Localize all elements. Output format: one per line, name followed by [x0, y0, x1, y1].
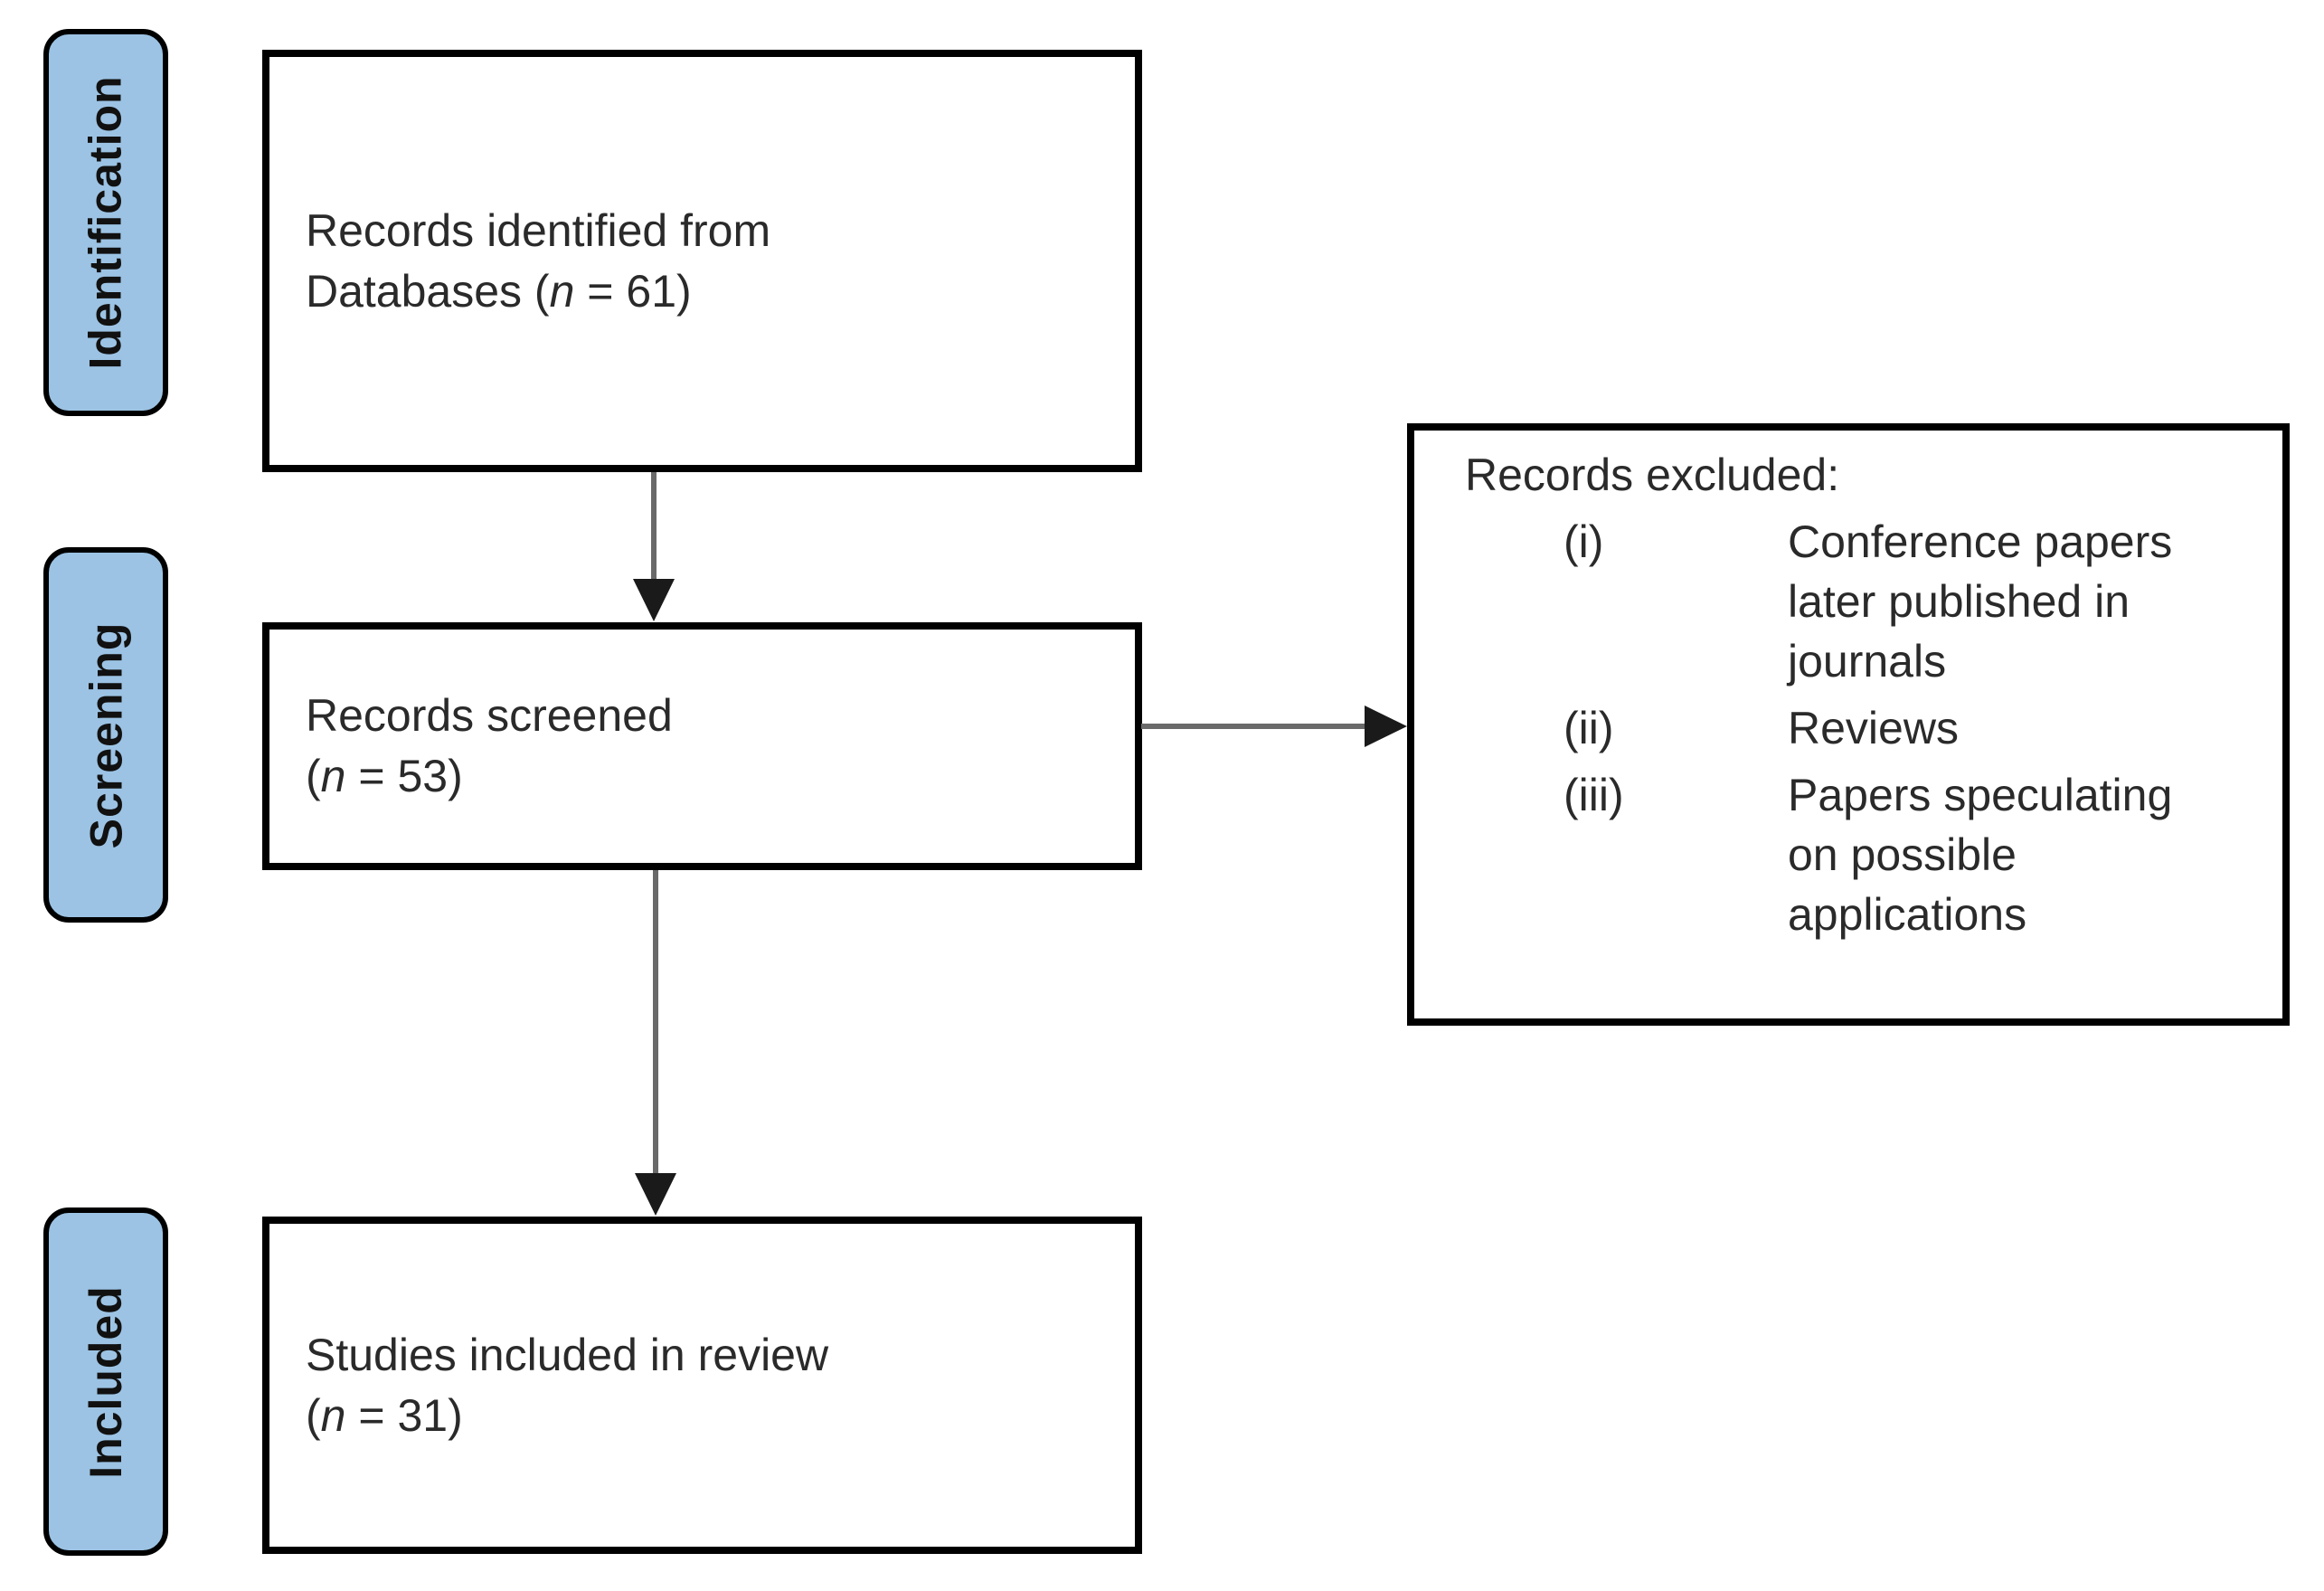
arrowhead-down-icon — [633, 579, 675, 621]
excluded-item: (i) Conference papers later published in… — [1414, 512, 2282, 691]
box-text-line: Studies included in review — [306, 1329, 829, 1380]
arrow-line — [1141, 724, 1369, 729]
stage-label-text: Included — [80, 1284, 132, 1479]
stage-label-identification: Identification — [43, 29, 168, 416]
excluded-item: (ii) Reviews — [1414, 698, 2282, 758]
studies-included-text: Studies included in review (n = 31) — [269, 1325, 828, 1446]
excluded-item-text: Papers speculating on possible applicati… — [1788, 770, 2173, 940]
box-text-line: Records screened — [306, 690, 673, 741]
box-text-line: (n = 31) — [306, 1389, 463, 1441]
excluded-item-numeral: (i) — [1564, 516, 1604, 567]
excluded-item-text: Reviews — [1788, 703, 1959, 753]
stage-label-text: Identification — [80, 75, 132, 370]
arrowhead-right-icon — [1365, 706, 1407, 747]
records-identified-text: Records identified from Databases (n = 6… — [269, 201, 770, 322]
stage-label-text: Screening — [80, 621, 131, 848]
box-text-line: Records identified from — [306, 204, 771, 256]
records-identified-box: Records identified from Databases (n = 6… — [262, 50, 1142, 472]
arrow-line — [651, 472, 657, 582]
arrowhead-down-icon — [635, 1173, 676, 1216]
records-excluded-box: Records excluded: (i) Conference papers … — [1407, 423, 2290, 1026]
arrow-line — [653, 870, 658, 1176]
excluded-title: Records excluded: — [1465, 450, 1840, 500]
excluded-item: (iii) Papers speculating on possible app… — [1414, 765, 2282, 944]
box-text-line: Databases (n = 61) — [306, 265, 692, 317]
box-text-line: (n = 53) — [306, 751, 463, 801]
excluded-item-numeral: (iii) — [1564, 770, 1624, 820]
excluded-item-text: Conference papers later published in jou… — [1788, 516, 2173, 687]
stage-label-screening: Screening — [43, 547, 168, 923]
excluded-item-numeral: (ii) — [1564, 703, 1614, 753]
studies-included-box: Studies included in review (n = 31) — [262, 1217, 1142, 1554]
stage-label-included: Included — [43, 1207, 168, 1556]
records-screened-box: Records screened (n = 53) — [262, 622, 1142, 870]
records-screened-text: Records screened (n = 53) — [269, 686, 673, 807]
